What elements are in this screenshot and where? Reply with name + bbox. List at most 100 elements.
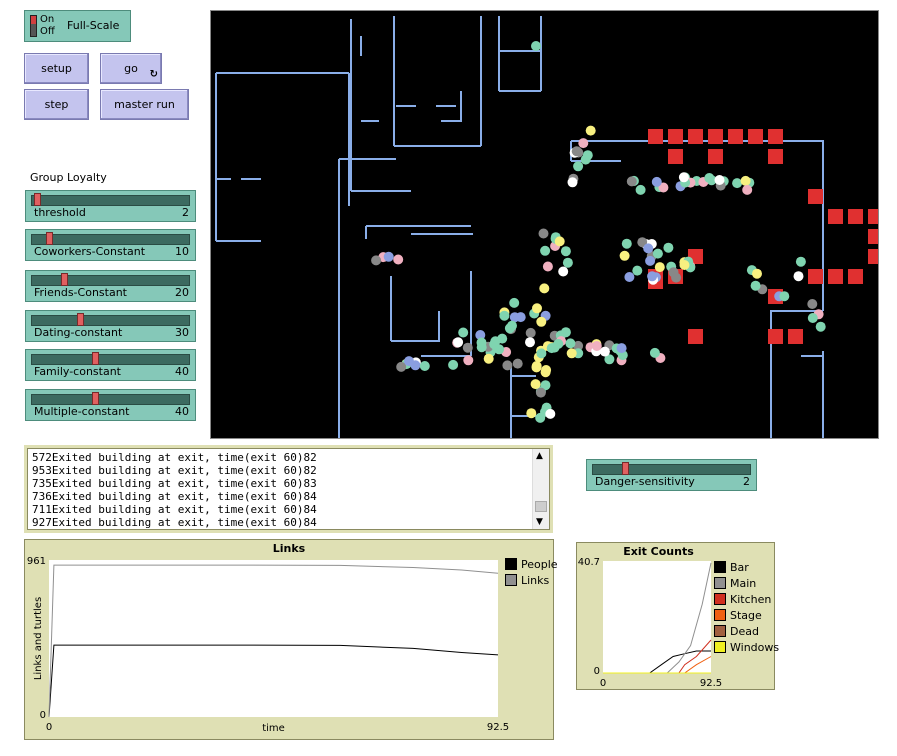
person-agent: [732, 178, 743, 189]
full-scale-switch[interactable]: On Off Full-Scale: [24, 10, 131, 42]
group-loyalty-label: Group Loyalty: [30, 171, 107, 184]
person-agent: [531, 41, 541, 51]
legend-entry: People: [505, 556, 558, 572]
person-agent: [371, 255, 382, 266]
person-agent: [540, 245, 551, 256]
slider-thumb[interactable]: [46, 232, 54, 245]
fire-patch: [848, 209, 863, 224]
person-agent: [807, 313, 818, 323]
fire-patch: [748, 129, 763, 144]
legend-swatch: [714, 561, 726, 573]
slider-thumb[interactable]: [91, 352, 99, 365]
go-button[interactable]: go ↻: [100, 53, 162, 84]
slider-track[interactable]: [31, 275, 190, 286]
person-agent: [742, 184, 753, 195]
slider-track[interactable]: [31, 234, 190, 245]
exit-counts-plot-title: Exit Counts: [623, 545, 694, 558]
legend-entry: Main: [714, 575, 779, 591]
slider-value: 40: [175, 365, 189, 378]
y-axis-max-tick: 40.7: [578, 557, 600, 568]
setup-button[interactable]: setup: [24, 53, 89, 84]
person-agent: [499, 310, 510, 321]
person-agent: [540, 380, 551, 391]
legend-entry: Bar: [714, 559, 779, 575]
legend-label: Dead: [730, 624, 759, 638]
person-agent: [616, 343, 627, 354]
world-view[interactable]: [210, 10, 879, 439]
person-agent: [542, 261, 553, 272]
person-agent: [619, 250, 630, 261]
person-agent: [591, 341, 602, 351]
output-scrollbar[interactable]: ▲ ▼: [532, 449, 549, 529]
output-area[interactable]: 572Exited building at exit, time(exit 60…: [27, 448, 550, 530]
slider-label: Multiple-constant: [34, 405, 130, 418]
person-agent: [704, 173, 715, 183]
world-canvas: [215, 16, 878, 438]
legend-swatch: [714, 593, 726, 605]
master-run-button[interactable]: master run: [100, 89, 189, 120]
fire-patch: [708, 149, 723, 164]
slider-label: threshold: [34, 206, 86, 219]
slider-family-constant[interactable]: Family-constant 40: [25, 349, 196, 381]
scroll-thumb[interactable]: [535, 501, 547, 512]
slider-label: Family-constant: [34, 365, 121, 378]
slider-track[interactable]: [31, 315, 190, 326]
person-agent: [626, 176, 637, 187]
step-button-label: step: [44, 98, 69, 111]
person-agent: [509, 297, 520, 308]
person-agent: [483, 353, 494, 364]
person-agent: [621, 238, 632, 249]
person-agent: [750, 280, 761, 291]
chevron-down-icon[interactable]: ▼: [536, 517, 543, 527]
person-agent: [530, 379, 541, 390]
slider-thumb[interactable]: [91, 392, 99, 405]
slider-track[interactable]: [31, 195, 190, 206]
fire-patch: [868, 249, 878, 264]
slider-value: 20: [175, 286, 189, 299]
step-button[interactable]: step: [24, 89, 89, 120]
person-agent: [515, 312, 526, 323]
fire-patch: [828, 269, 843, 284]
person-agent: [652, 248, 663, 259]
person-agent: [536, 316, 547, 327]
fire-patch: [688, 329, 703, 344]
slider-thumb[interactable]: [34, 193, 42, 206]
legend-label: Links: [521, 573, 550, 587]
person-agent: [507, 320, 517, 331]
person-agent: [635, 184, 646, 195]
slider-value: 10: [175, 245, 189, 258]
person-agent: [578, 138, 589, 149]
slider-thumb[interactable]: [622, 462, 630, 475]
chevron-up-icon[interactable]: ▲: [536, 451, 543, 461]
person-agent: [779, 291, 790, 302]
switch-label: Full-Scale: [67, 19, 120, 32]
people-agents: [371, 41, 826, 423]
legend-entry: Links: [505, 572, 558, 588]
slider-thumb[interactable]: [61, 273, 69, 286]
person-agent: [475, 330, 486, 340]
slider-track[interactable]: [31, 394, 190, 405]
slider-track[interactable]: [31, 354, 190, 365]
person-agent: [654, 262, 665, 273]
legend-label: Kitchen: [730, 592, 772, 606]
slider-track[interactable]: [592, 464, 751, 475]
links-plot-title: Links: [272, 542, 306, 555]
person-agent: [651, 176, 662, 187]
person-agent: [599, 346, 610, 357]
person-agent: [573, 161, 584, 172]
fire-patch: [848, 269, 863, 284]
slider-value: 30: [175, 326, 189, 339]
person-agent: [545, 408, 556, 419]
person-agent: [807, 299, 818, 309]
person-agent: [535, 387, 546, 398]
output-line: 953Exited building at exit, time(exit 60…: [32, 464, 317, 477]
slider-thumb[interactable]: [76, 313, 84, 326]
